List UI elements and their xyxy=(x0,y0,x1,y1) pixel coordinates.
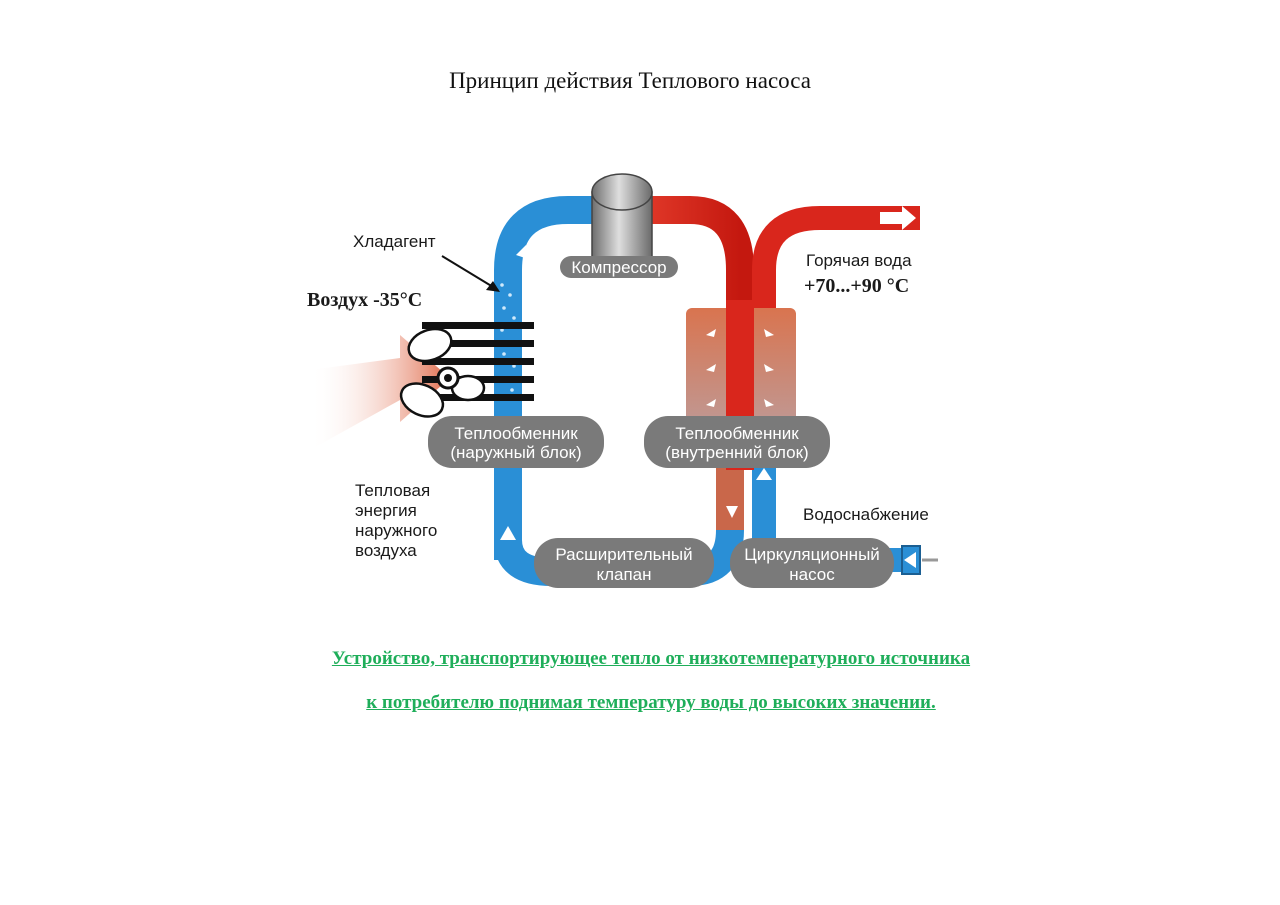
caption-line-2: к потребителю поднимая температуру воды … xyxy=(366,692,936,713)
caption-line-1: Устройство, транспортирующее тепло от ни… xyxy=(331,648,971,669)
page-title: Принцип действия Теплового насоса xyxy=(449,68,811,93)
thermal-energy-label-4: воздуха xyxy=(355,541,417,560)
cold-refrigerant-pipe xyxy=(494,196,600,560)
heat-pump-diagram: Компрессор Теплообменник (наружный блок)… xyxy=(307,173,938,588)
water-supply-label: Водоснабжение xyxy=(803,505,929,524)
indoor-exchanger-label-2: (внутренний блок) xyxy=(665,443,808,462)
outdoor-exchanger-label-1: Теплообменник xyxy=(454,424,578,443)
circulation-pump-label-1: Циркуляционный xyxy=(744,545,880,564)
hot-water-label-1: Горячая вода xyxy=(806,251,912,270)
outdoor-exchanger-pill xyxy=(428,416,604,468)
refrigerant-pointer-head xyxy=(486,281,500,292)
hot-water-outlet-pipe xyxy=(752,206,920,490)
thermal-energy-label-1: Тепловая xyxy=(355,481,430,500)
refrigerant-pointer-line xyxy=(441,255,499,291)
thermal-energy-label-2: энергия xyxy=(355,501,417,520)
compressor-label: Компрессор xyxy=(571,258,666,277)
compressor-label-pill xyxy=(560,256,678,278)
heat-flow-arrows xyxy=(706,329,774,407)
thermal-energy-label-3: наружного xyxy=(355,521,437,540)
indoor-exchanger-pill xyxy=(644,416,830,468)
circulation-pump-label-2: насос xyxy=(789,565,835,584)
expansion-valve-pill xyxy=(534,538,714,588)
hot-refrigerant-pipe xyxy=(640,196,754,460)
expansion-valve-label-2: клапан xyxy=(596,565,651,584)
indoor-exchanger-label-1: Теплообменник xyxy=(675,424,799,443)
compressor-icon xyxy=(591,173,653,265)
air-label: Воздух -35°C xyxy=(307,289,422,311)
water-inlet-arrow-head xyxy=(904,552,916,568)
refrigerant-label: Хладагент xyxy=(353,232,436,251)
hot-water-label-2: +70...+90 °C xyxy=(804,275,909,297)
circulation-pump-pill xyxy=(730,538,894,588)
fan-icon xyxy=(399,327,486,418)
expansion-valve-label-1: Расширительный xyxy=(555,545,692,564)
flow-arrows xyxy=(500,232,772,540)
air-flow-arrow xyxy=(310,335,450,450)
outdoor-exchanger-label-2: (наружный блок) xyxy=(450,443,581,462)
hot-water-arrow xyxy=(880,206,916,230)
